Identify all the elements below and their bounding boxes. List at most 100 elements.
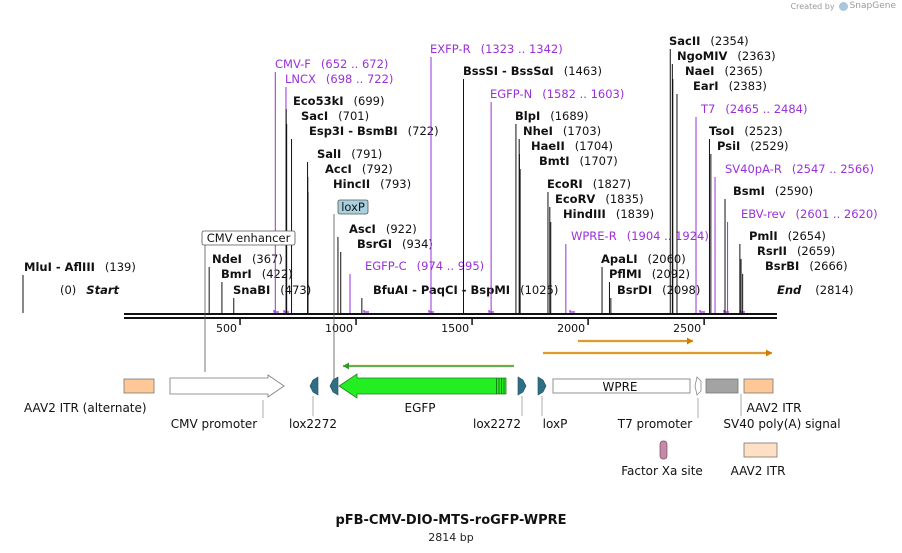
feature-cmv-promoter-1: CMV promoter bbox=[169, 374, 285, 431]
site-pos-bfuai-16: (1025) bbox=[520, 283, 558, 297]
primer-bracket-t7-35 bbox=[699, 310, 705, 313]
site-pos-asci-13: (922) bbox=[386, 222, 417, 236]
site-label-hindiii-26: HindIII(1839) bbox=[563, 207, 654, 221]
site-name-bmri-3: BmrI bbox=[221, 267, 252, 281]
site-name-bsrdi-30: BsrDI bbox=[617, 283, 652, 297]
site-pos-apali-28: (2060) bbox=[648, 252, 686, 266]
site-name-ecorv-25: EcoRV bbox=[555, 192, 595, 206]
site-pos-sali-10: (791) bbox=[351, 147, 382, 161]
site-name-t7-35: T7 bbox=[700, 102, 715, 116]
site-pos-lncx-6: (698 .. 722) bbox=[326, 72, 394, 86]
site-label-ecorv-25: EcoRV(1835) bbox=[555, 192, 644, 206]
site-name-saci-8: SacI bbox=[301, 109, 328, 123]
credit-brand: SnapGene bbox=[849, 1, 896, 11]
feature-factor-xa-site-11: Factor Xa site bbox=[621, 440, 703, 478]
boxed-label-box-cmv-enhancer bbox=[201, 230, 296, 246]
site-pos-cmv-f-5: (652 .. 672) bbox=[321, 57, 389, 71]
site-pos-exfp-r-17: (1323 .. 1342) bbox=[481, 42, 563, 56]
ruler-label-1500: 1500 bbox=[441, 322, 469, 335]
feature-lox2272-2-shape bbox=[309, 376, 319, 396]
feature-t7-promoter-8-label: T7 promoter bbox=[617, 417, 693, 431]
site-pos-egfp-c-15: (974 .. 995) bbox=[417, 259, 485, 273]
feature-loxp-6: loxP bbox=[537, 376, 568, 431]
site-pos-bsmi-39: (2590) bbox=[775, 184, 813, 198]
ruler-label-1000: 1000 bbox=[325, 322, 353, 335]
boxed-label-box-loxp bbox=[337, 199, 369, 215]
site-pos-pflmi-29: (2092) bbox=[652, 267, 690, 281]
feature-aav2-itr-12-shape bbox=[743, 442, 778, 458]
site-label-start-1: (0)Start bbox=[60, 283, 120, 297]
site-pos-mlui-0: (139) bbox=[105, 260, 136, 274]
site-name-sv40pa-r-38: SV40pA-R bbox=[725, 162, 782, 176]
site-pos-bsssi-18: (1463) bbox=[564, 64, 602, 78]
orf-arrow-1-head bbox=[687, 337, 693, 345]
site-label-ecori-24: EcoRI (1827) bbox=[547, 177, 631, 191]
site-pos-snabi-4: (473) bbox=[280, 283, 311, 297]
feature-aav2-itr-10-shape bbox=[743, 378, 774, 394]
site-pos-bsrdi-30: (2098) bbox=[662, 283, 700, 297]
site-pos-t7-35: (2465 .. 2484) bbox=[725, 102, 807, 116]
site-name-haeii-22: HaeII bbox=[531, 139, 565, 153]
primer-bracket-lncx-6 bbox=[283, 310, 289, 313]
feature-factor-xa-site-11-label: Factor Xa site bbox=[621, 464, 703, 478]
site-pos-nhei-21: (1703) bbox=[563, 124, 601, 138]
site-name-naei-33: NaeI bbox=[685, 64, 714, 78]
site-name-sacii-31: SacII bbox=[669, 34, 700, 48]
feature-aav2-itr-12: AAV2 ITR bbox=[731, 442, 785, 478]
site-name-exfp-r-17: EXFP-R bbox=[430, 42, 471, 56]
site-name-bsmi-39: BsmI bbox=[733, 184, 765, 198]
site-label-egfp-n-19: EGFP-N(1582 .. 1603) bbox=[490, 87, 624, 101]
feature-lox2272-2-label: lox2272 bbox=[289, 417, 337, 431]
site-name-blpi-20: BlpI bbox=[515, 109, 540, 123]
feature-loxp-3 bbox=[329, 376, 339, 396]
site-pos-rsrii-42: (2659) bbox=[797, 244, 835, 258]
site-name-sali-10: SalI bbox=[317, 147, 341, 161]
orf-arrow-0-head bbox=[343, 362, 349, 370]
site-pos-tsoi-36: (2523) bbox=[744, 124, 782, 138]
site-pos-ndei-2: (367) bbox=[252, 252, 283, 266]
site-pos-haeii-22: (1704) bbox=[575, 139, 613, 153]
ruler-label-2500: 2500 bbox=[673, 322, 701, 335]
site-label-saci-8: SacI (701) bbox=[301, 109, 369, 123]
site-name-hincii-12: HincII bbox=[333, 177, 370, 191]
site-label-asci-13: AscI (922) bbox=[349, 222, 417, 236]
site-label-exfp-r-17: EXFP-R (1323 .. 1342) bbox=[430, 42, 563, 56]
ruler-label-2000: 2000 bbox=[557, 322, 585, 335]
site-name-ecori-24: EcoRI bbox=[547, 177, 583, 191]
site-name-asci-13: AscI bbox=[349, 222, 376, 236]
site-name-bfuai-16: BfuAI - PaqCI - BspMI bbox=[373, 283, 510, 297]
site-name-bsrgi-14: BsrGI bbox=[357, 237, 392, 251]
site-name-pflmi-29: PflMI bbox=[609, 267, 642, 281]
site-label-nhei-21: NheI(1703) bbox=[523, 124, 601, 138]
site-name-psii-37: PsiI bbox=[717, 139, 740, 153]
primer-bracket-egfp-c-15 bbox=[363, 310, 369, 313]
feature-loxp-6-label: loxP bbox=[543, 417, 568, 431]
site-pos-bsrbi-43: (2666) bbox=[809, 259, 847, 273]
plasmid-length: 2814 bp bbox=[428, 531, 474, 544]
site-name-bsssi-18: BssSI - BssSαI bbox=[463, 64, 554, 78]
feature-sv40-poly-a-signal-9: SV40 poly(A) signal bbox=[705, 378, 841, 431]
site-label-esp3i-9: Esp3I - BsmBI(722) bbox=[309, 124, 439, 138]
site-pos-hincii-12: (793) bbox=[380, 177, 411, 191]
site-label-egfp-c-15: EGFP-C(974 .. 995) bbox=[365, 259, 484, 273]
site-label-lncx-6: LNCX (698 .. 722) bbox=[285, 72, 393, 86]
site-name-ndei-2: NdeI bbox=[212, 252, 242, 266]
feature-lox2272-5-shape bbox=[517, 376, 527, 396]
site-label-bsrbi-43: BsrBI (2666) bbox=[765, 259, 848, 273]
feature-loxp-3-shape bbox=[329, 376, 339, 396]
site-pos-bmri-3: (422) bbox=[262, 267, 293, 281]
site-pos-saci-8: (701) bbox=[338, 109, 369, 123]
site-name-bsrbi-43: BsrBI bbox=[765, 259, 799, 273]
feature-wpre-7-shape bbox=[552, 378, 691, 394]
site-label-pflmi-29: PflMI (2092) bbox=[609, 267, 690, 281]
site-name-lncx-6: LNCX bbox=[285, 72, 316, 86]
site-pos-ecori-24: (1827) bbox=[593, 177, 631, 191]
site-label-mlui-0: MluI - AflIII(139) bbox=[24, 260, 136, 274]
feature-t7-promoter-8: T7 promoter bbox=[617, 376, 702, 431]
site-label-apali-28: ApaLI(2060) bbox=[601, 252, 686, 266]
site-pos-egfp-n-19: (1582 .. 1603) bbox=[542, 87, 624, 101]
site-name-ebv-rev-40: EBV-rev bbox=[741, 207, 786, 221]
site-label-bfuai-16: BfuAI - PaqCI - BspMI (1025) bbox=[373, 283, 558, 297]
site-pos-eco53ki-7: (699) bbox=[354, 94, 385, 108]
